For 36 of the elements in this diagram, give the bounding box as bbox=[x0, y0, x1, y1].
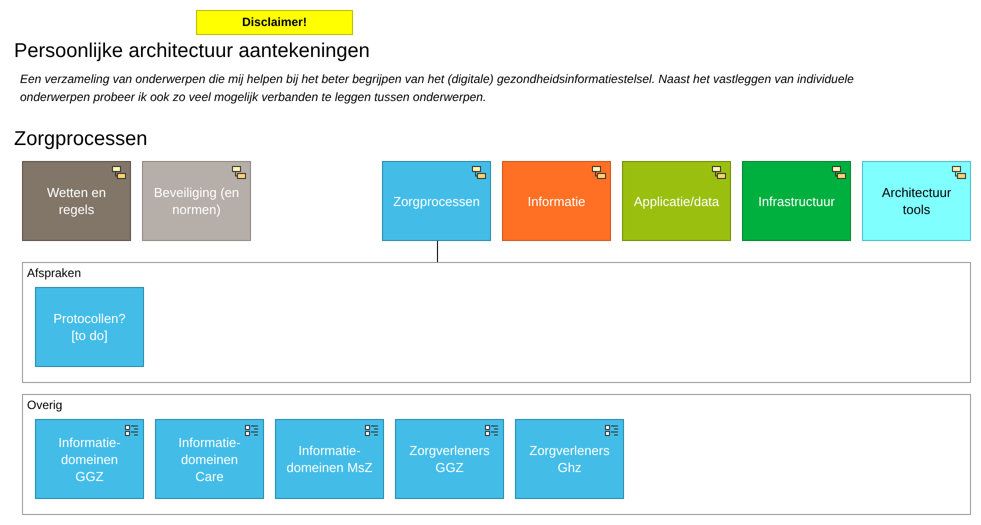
banner-text: Disclaimer! bbox=[242, 14, 307, 31]
topic-box bbox=[395, 419, 504, 499]
description-text: Een verzameling van onderwerpen die mij helpen bij het beter begrijpen van het (digitale) gezondheidsinformatiestelsel. Naast het vastleggen van individuele onderwerpen probeer ik ook zo veel mogelijk verbanden te leggen tussen onderwerpen. bbox=[20, 71, 855, 106]
topic-text: Informatie-domeinen GGZ bbox=[57, 434, 122, 484]
group-frame bbox=[22, 394, 971, 515]
disclaimer-banner bbox=[196, 10, 353, 35]
topic-box bbox=[35, 287, 144, 367]
topic-box bbox=[275, 419, 384, 499]
topic-box bbox=[382, 161, 491, 241]
group-title: Overig bbox=[27, 397, 62, 414]
topic-text: Informatie-domeinen Care bbox=[177, 434, 242, 484]
topic-text: Informatie-domeinen MsZ bbox=[286, 442, 373, 476]
topic-text: Informatie bbox=[528, 192, 586, 210]
topic-text: Wetten en regels bbox=[46, 184, 108, 218]
topic-text: Beveiliging (en normen) bbox=[153, 184, 240, 218]
topic-text: Zorgverleners Ghz bbox=[528, 442, 611, 476]
topic-text: Applicatie/data bbox=[634, 192, 720, 210]
connector-line bbox=[437, 240, 438, 262]
banner-title: Persoonlijke architectuur aantekeningen bbox=[14, 40, 370, 63]
topic-text: Protocollen? [to do] bbox=[52, 310, 127, 344]
topic-box bbox=[515, 419, 624, 499]
topic-text: Infrastructuur bbox=[758, 192, 835, 210]
topic-text: Architectuur tools bbox=[880, 184, 952, 218]
topic-box bbox=[22, 161, 131, 241]
topic-box bbox=[155, 419, 264, 499]
topic-box bbox=[142, 161, 251, 241]
topic-box bbox=[622, 161, 731, 241]
topic-box bbox=[742, 161, 851, 241]
topic-box bbox=[862, 161, 971, 241]
topic-text: Zorgverleners GGZ bbox=[408, 442, 491, 476]
topic-text: Zorgprocessen bbox=[393, 192, 480, 210]
group-frame bbox=[22, 262, 971, 383]
section-heading: Zorgprocessen bbox=[14, 127, 148, 152]
group-title: Afspraken bbox=[27, 265, 82, 282]
topic-box bbox=[35, 419, 144, 499]
topic-box bbox=[502, 161, 611, 241]
